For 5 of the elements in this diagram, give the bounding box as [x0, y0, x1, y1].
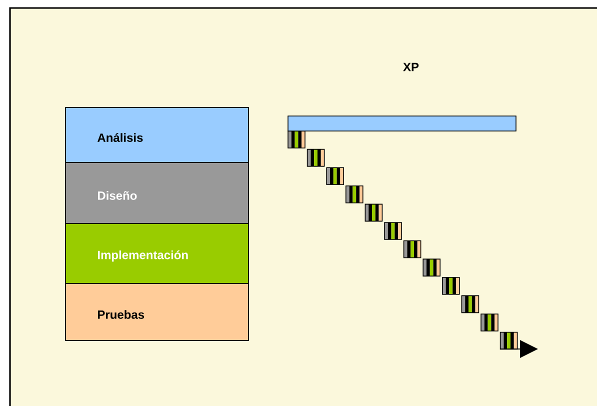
phase-box: Diseño	[65, 162, 249, 224]
phase-box: Análisis	[65, 107, 249, 163]
phase-box: Pruebas	[65, 283, 249, 341]
phase-box: Implementación	[65, 223, 249, 284]
title: XP	[403, 62, 419, 72]
